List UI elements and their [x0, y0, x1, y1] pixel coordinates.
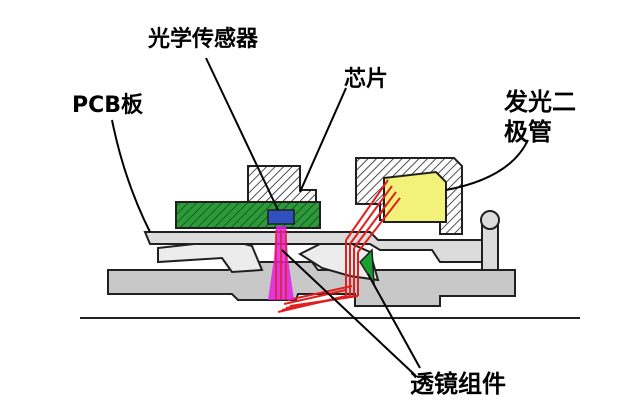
right-post-cap	[480, 210, 500, 230]
label-optical-sensor: 光学传感器	[147, 26, 259, 52]
reflected-rays	[275, 230, 287, 300]
base-housing	[107, 261, 516, 307]
callout-led	[445, 139, 529, 191]
callout-chip	[299, 87, 347, 193]
upper-plate	[143, 231, 491, 263]
pcb-board	[175, 201, 321, 229]
callout-lens-1	[281, 249, 417, 377]
callout-lines	[111, 57, 529, 377]
led	[383, 170, 447, 223]
prism	[359, 248, 375, 287]
callout-lens-2	[367, 273, 421, 369]
callout-pcb	[111, 119, 151, 233]
light-rays	[277, 179, 401, 313]
label-lens: 透镜组件	[410, 370, 506, 398]
sensor-chip	[267, 209, 295, 225]
label-led-line1: 发光二	[503, 88, 576, 116]
callout-sensor	[205, 57, 279, 211]
label-pcb: PCB板	[72, 93, 144, 118]
label-led-line2: 极管	[504, 118, 552, 146]
chip-housing	[247, 165, 317, 207]
label-chip: 芯片	[344, 67, 388, 92]
